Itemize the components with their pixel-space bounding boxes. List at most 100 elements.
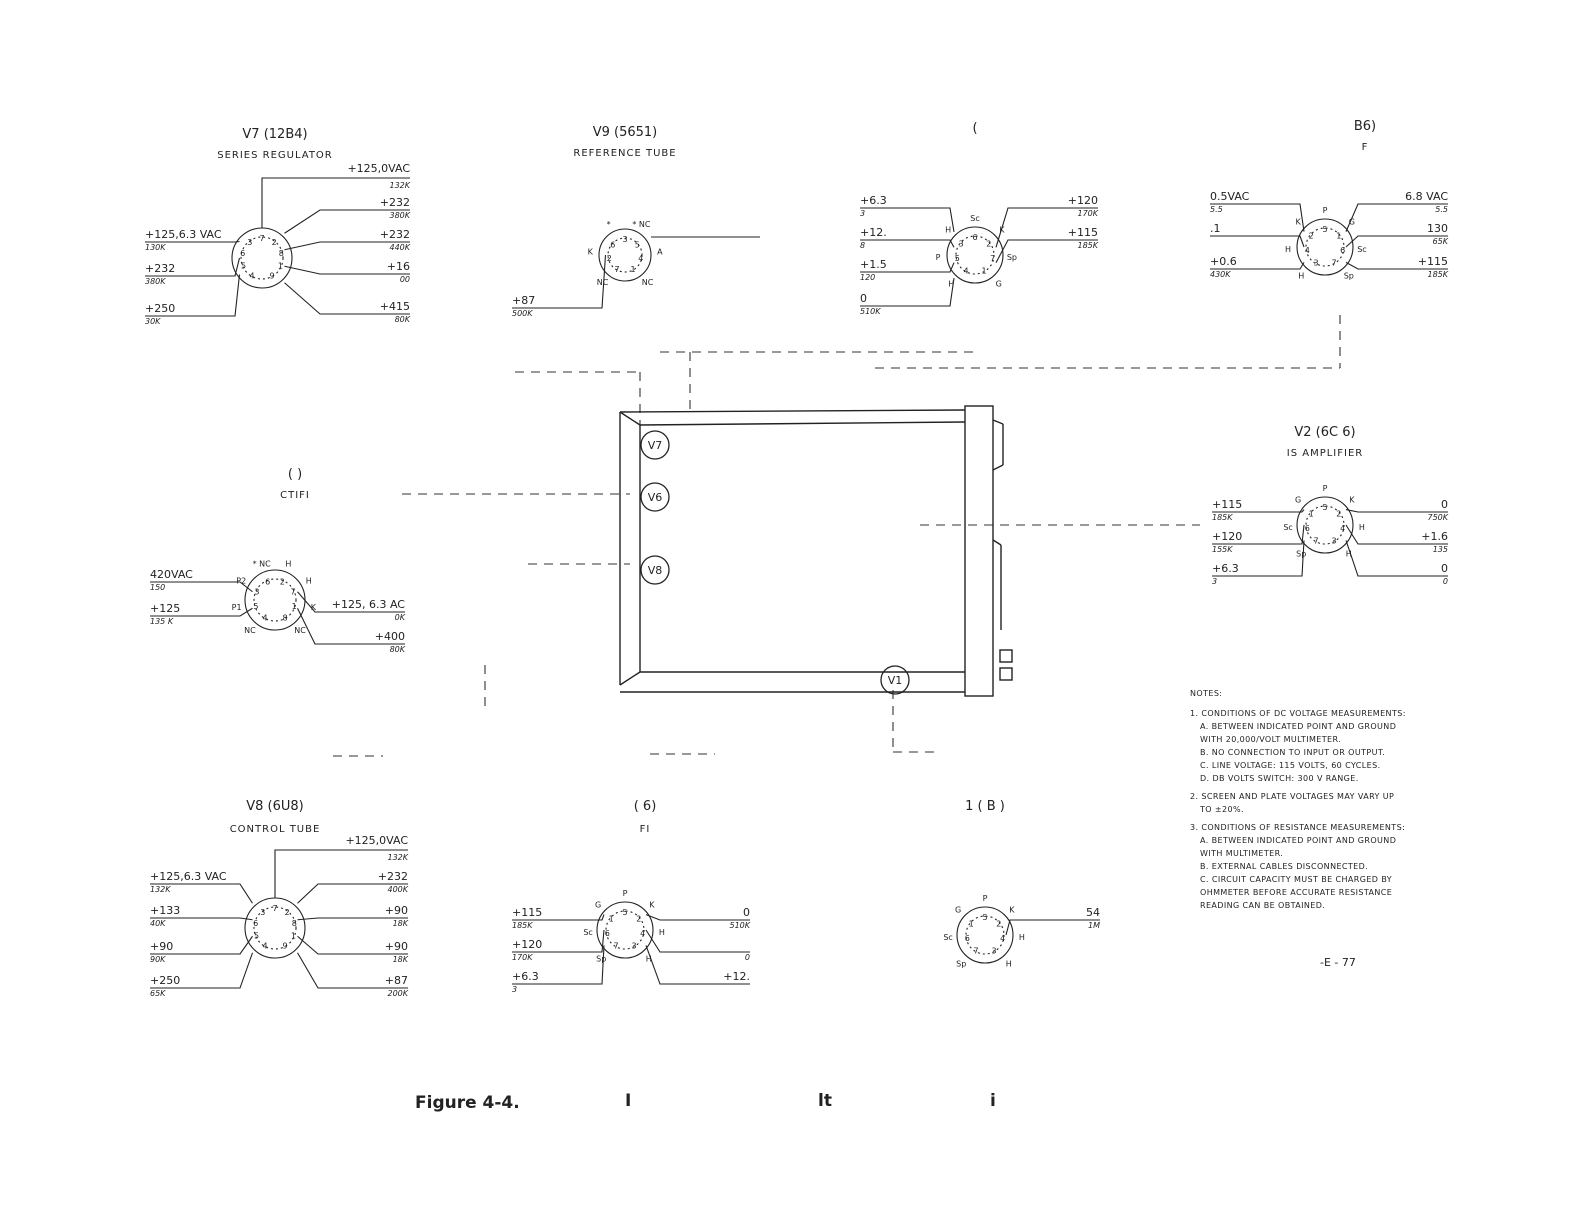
pin-mark: Sc — [1283, 523, 1292, 532]
figure-fragment-3: i — [990, 1091, 996, 1111]
resistance-label-left: 30K — [145, 317, 161, 326]
tube-title: ( 6) — [634, 799, 657, 814]
notes-line: A. BETWEEN INDICATED POINT AND GROUND — [1200, 836, 1396, 845]
notes-line: 2. SCREEN AND PLATE VOLTAGES MAY VARY UP — [1190, 792, 1394, 801]
pin-mark: Sp — [596, 954, 606, 963]
lead-line-left — [512, 254, 607, 309]
voltage-label-left: +125,6.3 VAC — [150, 870, 227, 883]
pin-number: 4 — [1305, 246, 1310, 255]
notes-line: C. LINE VOLTAGE: 115 VOLTS, 60 CYCLES. — [1200, 761, 1381, 770]
pin-number: 2 — [986, 239, 991, 248]
notes-line: WITH MULTIMETER. — [1200, 849, 1283, 858]
lead-line-right — [297, 608, 405, 645]
resistance-label-left: 510K — [860, 307, 881, 316]
resistance-label-right: 5.5 — [1435, 205, 1448, 214]
lead-line-left — [860, 239, 955, 248]
pin-mark: G — [1295, 496, 1301, 505]
lead-line-right — [297, 883, 408, 904]
lead-line-left — [860, 278, 955, 307]
notes-line: 1. CONDITIONS OF DC VOLTAGE MEASUREMENTS… — [1190, 709, 1406, 718]
pin-number: 1 — [609, 914, 614, 923]
pin-number: 6 — [605, 929, 610, 938]
pin-number: 2 — [996, 919, 1001, 928]
pin-mark: Sc — [583, 928, 592, 937]
lead-line-left — [512, 929, 605, 953]
chassis-tube-circle — [640, 482, 670, 512]
resistance-label-right: 80K — [390, 645, 406, 654]
pin-mark: NC — [294, 626, 306, 635]
resistance-label-left: 5.5 — [1210, 205, 1223, 214]
pin-number: 3 — [622, 235, 627, 244]
voltage-label-right: 54 — [1086, 906, 1100, 919]
resistance-label-left: 3 — [860, 209, 865, 218]
lead-line-left — [150, 917, 253, 921]
resistance-label-right: 00 — [400, 275, 410, 284]
pin-mark: Sp — [956, 959, 966, 968]
pin-number: 6 — [253, 919, 258, 928]
pin-number: 4 — [963, 267, 968, 276]
pin-mark: P2 — [236, 577, 246, 586]
pin-number: 4 — [640, 929, 645, 938]
notes-line: WITH 20,000/VOLT MULTIMETER. — [1200, 735, 1341, 744]
pin-number: 7 — [973, 947, 978, 956]
chassis-tube-label: V1 — [888, 674, 903, 687]
tube-socket-inner — [955, 235, 995, 275]
pin-mark: Sc — [970, 214, 979, 223]
resistance-label-right: 0K — [395, 613, 406, 622]
voltage-label-right: 0 — [743, 906, 750, 919]
resistance-label-left: 120 — [860, 273, 875, 282]
pin-number: 7 — [290, 587, 295, 596]
resistance-label-top: 132K — [387, 853, 408, 862]
tube-subtitle: IS AMPLIFIER — [1287, 448, 1363, 459]
notes-line: TO ±20%. — [1199, 805, 1244, 814]
tube-socket — [946, 226, 1004, 284]
tube-title: ( — [972, 121, 977, 136]
voltage-label-left: 0.5VAC — [1210, 190, 1250, 203]
pin-mark: K — [311, 603, 317, 612]
voltage-label-left: +90 — [150, 940, 173, 953]
pin-mark: G — [955, 906, 961, 915]
lead-line-left — [512, 945, 605, 985]
resistance-label-right: 1M — [1088, 921, 1100, 930]
voltage-label-left: .1 — [1210, 222, 1221, 235]
voltage-label-left: +133 — [150, 904, 180, 917]
voltage-label-left: +6.3 — [512, 970, 539, 983]
tube-socket — [598, 228, 652, 282]
resistance-label-right: 0 — [745, 953, 750, 962]
chassis-tube-label: V7 — [648, 439, 663, 452]
pin-mark: H — [1346, 549, 1352, 558]
pin-number: 7 — [990, 254, 995, 263]
pin-number: 3 — [247, 238, 252, 247]
pin-number: 1 — [969, 919, 974, 928]
pin-mark: P — [1323, 206, 1328, 215]
resistance-label-left: 8 — [860, 241, 865, 250]
tube-subtitle: F — [1362, 142, 1369, 153]
pin-number: 1 — [981, 267, 986, 276]
pin-number: 2 — [280, 577, 285, 586]
pin-number: 7 — [259, 234, 264, 243]
pin-mark: H — [659, 928, 665, 937]
pin-mark: A — [657, 247, 663, 256]
lead-line-left — [145, 274, 241, 317]
lead-line-left — [150, 607, 253, 617]
figure-label: Figure 4-4. — [415, 1093, 520, 1113]
pin-mark: Sp — [1296, 549, 1306, 558]
pin-mark: * NC — [253, 559, 272, 568]
voltage-label-right: +87 — [385, 974, 408, 987]
pin-number: 9 — [269, 271, 274, 280]
pin-number: 6 — [265, 577, 270, 586]
pin-number: 5 — [982, 913, 987, 922]
pin-number: 5 — [1322, 225, 1327, 234]
tube-title: V9 (5651) — [593, 125, 658, 140]
pin-mark: H — [948, 279, 954, 288]
voltage-label-right: +115 — [1418, 255, 1448, 268]
pin-number: 5 — [254, 932, 259, 941]
pin-mark: K — [999, 226, 1005, 235]
pin-number: 4 — [262, 941, 267, 950]
tube-title: V2 (6C 6) — [1294, 425, 1355, 440]
dashed-connectors — [333, 315, 1341, 757]
voltage-label-left: +115 — [512, 906, 542, 919]
voltage-label-right: +16 — [387, 260, 410, 273]
pin-mark: Sc — [943, 933, 952, 942]
